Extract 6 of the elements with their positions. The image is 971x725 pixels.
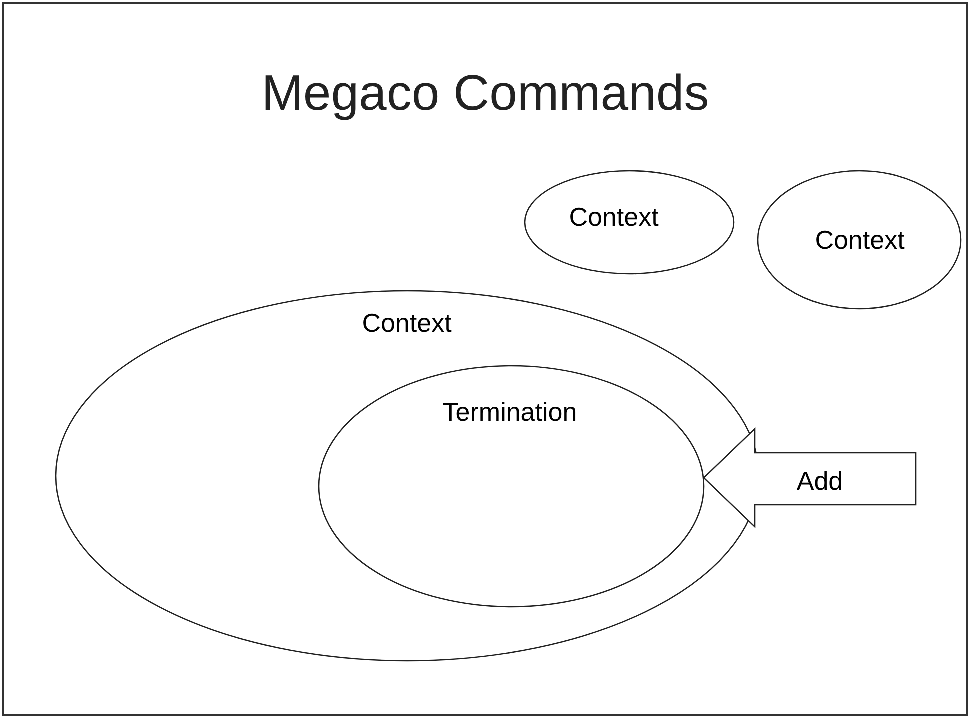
node-label: Termination <box>442 399 578 425</box>
title: Megaco Commands <box>260 68 710 118</box>
node-label: Context <box>815 227 905 253</box>
node-label: Context <box>569 204 659 230</box>
node-label: Add <box>796 468 844 494</box>
node-label: Context <box>362 310 452 336</box>
